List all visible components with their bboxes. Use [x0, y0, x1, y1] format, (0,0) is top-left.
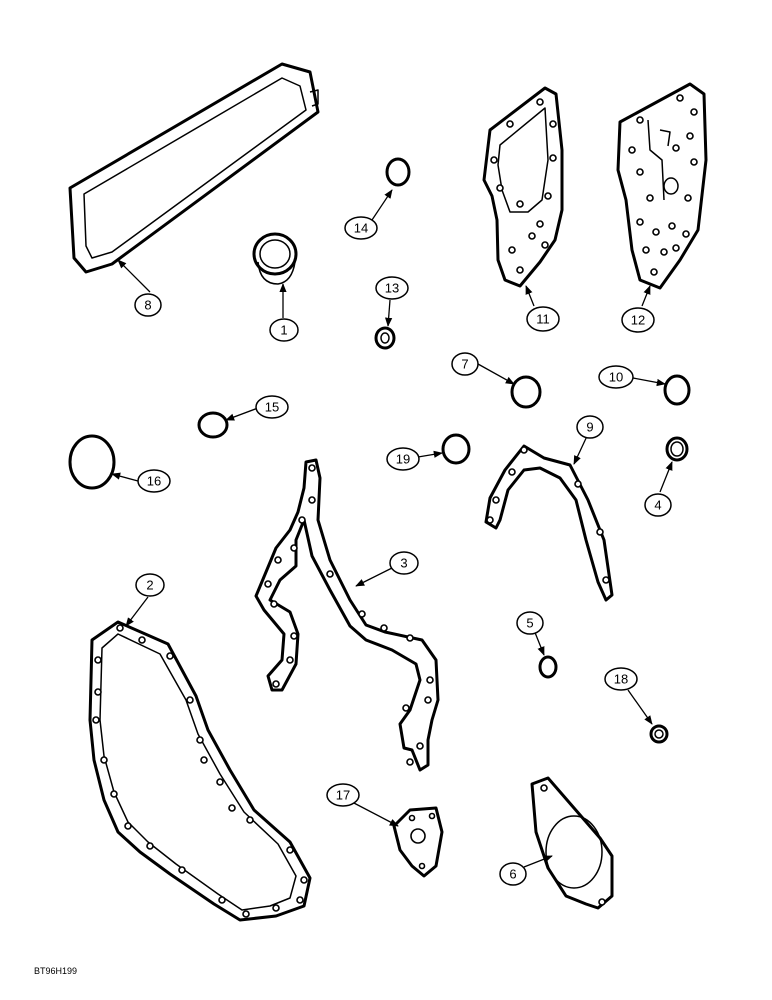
- callout-19-label: 19: [396, 452, 410, 467]
- part-7-o-ring: [510, 375, 542, 409]
- callout-19: 19: [386, 447, 420, 471]
- callout-9: 9: [576, 415, 604, 439]
- callout-17: 17: [326, 783, 360, 807]
- callout-12: 12: [621, 307, 655, 333]
- callout-10: 10: [598, 365, 634, 389]
- callout-4: 4: [644, 493, 672, 517]
- part-9-gasket: [484, 444, 614, 602]
- part-11-gasket: [482, 86, 564, 288]
- part-2-gasket: [88, 620, 312, 922]
- callout-13-label: 13: [385, 281, 399, 296]
- callout-7-label: 7: [461, 357, 468, 372]
- callout-2-label: 2: [146, 578, 153, 593]
- callout-3-label: 3: [400, 556, 407, 571]
- callout-3: 3: [389, 551, 419, 575]
- part-3-gasket: [254, 458, 440, 772]
- part-19-o-ring: [441, 433, 471, 465]
- callout-5: 5: [516, 611, 544, 635]
- callout-18-label: 18: [614, 672, 628, 687]
- callout-5-label: 5: [526, 616, 533, 631]
- callout-14: 14: [344, 216, 378, 240]
- part-4-seal: [665, 436, 689, 462]
- part-12-plate: [616, 82, 708, 290]
- callout-15: 15: [255, 395, 289, 419]
- part-14-o-ring: [385, 157, 411, 187]
- callout-2: 2: [135, 573, 165, 597]
- callout-8: 8: [134, 293, 162, 317]
- part-5-o-ring: [538, 655, 558, 679]
- callout-6-label: 6: [509, 867, 516, 882]
- callout-8-label: 8: [144, 298, 151, 313]
- callout-14-label: 14: [354, 221, 368, 236]
- part-15-o-ring: [197, 411, 229, 439]
- callout-6: 6: [499, 862, 527, 886]
- callout-15-label: 15: [265, 400, 279, 415]
- callout-9-label: 9: [586, 420, 593, 435]
- callout-18: 18: [604, 667, 638, 691]
- part-6-gasket: [530, 776, 614, 910]
- part-10-o-ring: [663, 374, 691, 406]
- callout-16-label: 16: [147, 474, 161, 489]
- part-17-gasket: [392, 806, 444, 878]
- callout-11-label: 11: [536, 312, 550, 327]
- figure-code: BT96H199: [34, 966, 77, 976]
- callout-10-label: 10: [609, 370, 623, 385]
- callout-17-label: 17: [336, 788, 350, 803]
- leader-lines: [111, 189, 673, 868]
- callout-7: 7: [451, 352, 479, 376]
- part-13-seal: [374, 326, 396, 350]
- callout-11: 11: [526, 306, 560, 332]
- callout-12-label: 12: [631, 313, 645, 328]
- part-16-ring: [68, 434, 116, 490]
- part-8-gasket: [68, 62, 320, 274]
- callout-4-label: 4: [654, 498, 661, 513]
- callout-1: 1: [269, 318, 299, 342]
- callout-13: 13: [375, 276, 409, 300]
- part-1-seal: [252, 232, 298, 285]
- part-18-plug: [649, 724, 669, 744]
- callout-1-label: 1: [280, 323, 287, 338]
- callout-16: 16: [137, 469, 171, 493]
